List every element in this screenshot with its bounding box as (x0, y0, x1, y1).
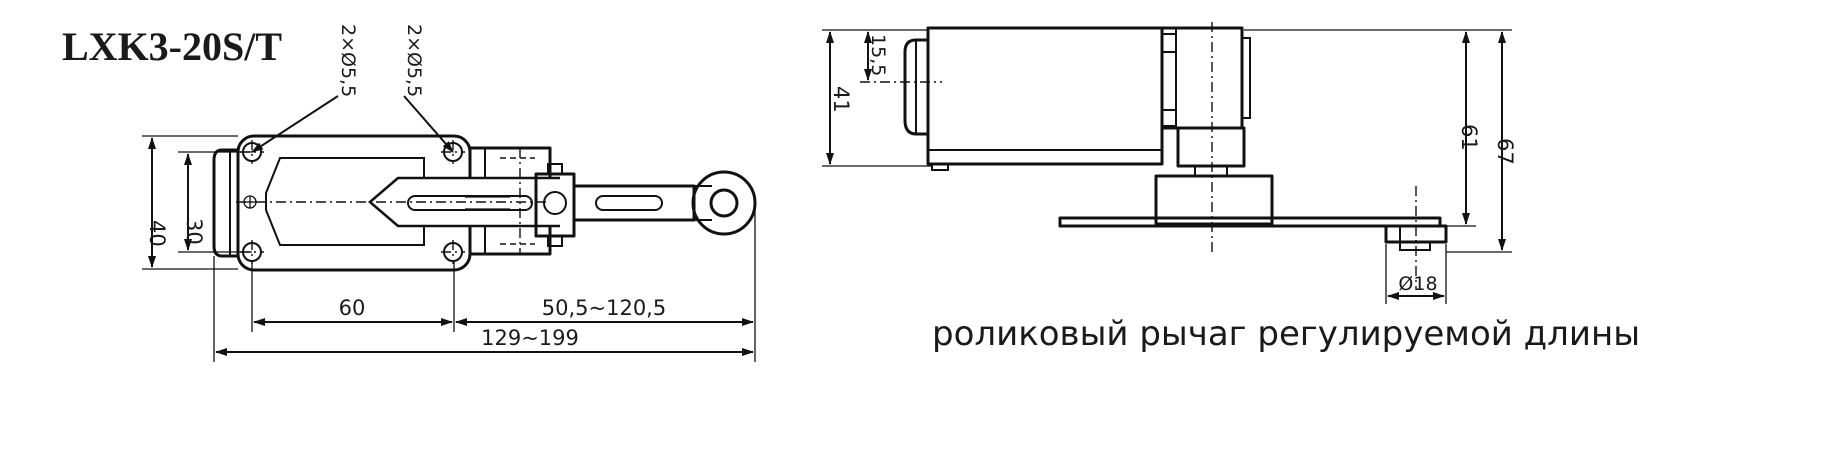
side-body (926, 26, 1164, 166)
dim-67: 67 (1493, 138, 1517, 165)
model-title: LXK3-20S/T (62, 24, 282, 69)
dim-15-5: 15,5 (867, 34, 889, 76)
front-view: 2×Ø5,5 2×Ø5,5 40 30 60 50,5~120,5 129~19… (142, 24, 757, 362)
dim-61: 61 (1457, 124, 1481, 151)
dim-lever-length: 50,5~120,5 (542, 296, 666, 320)
dim-41: 41 (829, 86, 853, 113)
dim-roller-diameter: Ø18 (1398, 273, 1437, 295)
roller-rod (572, 184, 696, 222)
dim-total-length: 129~199 (481, 326, 579, 350)
side-view: 15,5 41 61 67 Ø18 (822, 22, 1517, 304)
roller (691, 170, 757, 236)
side-cap (903, 38, 928, 136)
dim-height-outer: 40 (145, 220, 169, 247)
leader-left (251, 95, 339, 153)
caption: роликовый рычаг регулируемой длины (932, 314, 1640, 354)
dim-height-holes: 30 (182, 218, 206, 245)
hole-callout-left: 2×Ø5,5 (337, 24, 359, 97)
side-base (1154, 174, 1274, 226)
left-cap (212, 148, 238, 258)
lever-slot (407, 195, 533, 211)
dim-hole-spacing: 60 (339, 296, 366, 320)
leader-right (403, 95, 454, 153)
side-neck (1176, 126, 1246, 168)
side-plate (1058, 216, 1442, 228)
side-head (1160, 26, 1244, 130)
hole-callout-right: 2×Ø5,5 (403, 24, 425, 97)
cover-outline (265, 157, 425, 246)
roller-hub (709, 188, 739, 218)
clamp-screw (543, 191, 567, 215)
